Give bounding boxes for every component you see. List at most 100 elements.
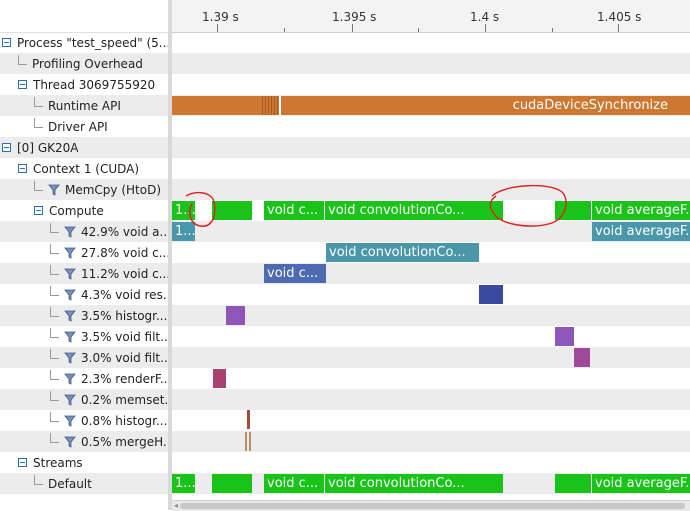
tree-connector-icon	[50, 348, 59, 359]
tree-row-label: 2.3% renderF...	[81, 371, 168, 386]
compute-bar[interactable]: void convolutionCo...	[325, 201, 503, 220]
tree-connector-icon	[50, 285, 59, 296]
bar-label: 1...	[175, 203, 195, 218]
tree-row[interactable]: 0.5% mergeH...	[0, 431, 168, 452]
scrollbar-thumb[interactable]	[180, 503, 685, 509]
timeline-row	[172, 431, 690, 452]
merge-kernel-bar[interactable]	[245, 432, 247, 451]
tree-connector-icon	[34, 474, 43, 485]
filter-funnel-icon	[64, 310, 76, 322]
bar-label: 1...	[175, 224, 195, 239]
tree-row[interactable]: Profiling Overhead	[0, 53, 168, 74]
tree-row[interactable]: Thread 3069755920	[0, 74, 168, 95]
major-tick	[352, 24, 353, 32]
tree-row[interactable]: Process "test_speed" (5...	[0, 32, 168, 53]
tree-row[interactable]: Compute	[0, 200, 168, 221]
tree-row[interactable]: [0] GK20A	[0, 137, 168, 158]
bar-label: void averageF...	[595, 476, 690, 491]
filter-funnel-icon	[64, 394, 76, 406]
collapse-toggle-icon[interactable]	[18, 80, 27, 89]
filter-funnel-icon	[64, 415, 76, 427]
collapse-toggle-icon[interactable]	[34, 206, 43, 215]
tree-row[interactable]: Default	[0, 473, 168, 494]
default-stream-bar[interactable]: void averageF...	[592, 474, 690, 493]
tree-row-label: Profiling Overhead	[32, 56, 143, 71]
tree-row-label: 0.2% memset...	[81, 392, 168, 407]
timeline-row	[172, 32, 690, 53]
tree-row-label: Default	[48, 476, 92, 491]
tree-row-label: Context 1 (CUDA)	[33, 161, 140, 176]
tree-connector-icon	[50, 432, 59, 443]
runtime-api-gap	[279, 96, 281, 115]
default-stream-bar[interactable]	[555, 474, 591, 493]
collapse-toggle-icon[interactable]	[2, 143, 11, 152]
tree-connector-icon	[18, 54, 27, 65]
tree-row[interactable]: 3.5% histogr...	[0, 305, 168, 326]
convolution2-kernel-bar[interactable]: void c...	[264, 264, 326, 283]
tree-row-label: 3.5% histogr...	[81, 308, 168, 323]
tree-row[interactable]: 3.5% void filt...	[0, 326, 168, 347]
resize-kernel-bar[interactable]	[479, 285, 503, 304]
scroll-left-arrow-icon[interactable]: ◂	[173, 501, 178, 510]
convolution-kernel-bar[interactable]: void convolutionCo...	[326, 243, 479, 262]
tick-label-4: 1.405 s	[597, 10, 642, 24]
tick-label-1: 1.39 s	[202, 10, 239, 24]
bar-label: cudaDeviceSynchronize	[512, 98, 668, 113]
tree-row-label: 27.8% void c...	[81, 245, 168, 260]
tree-row[interactable]: Streams	[0, 452, 168, 473]
tree-row-label: 0.8% histogr...	[81, 413, 168, 428]
tree-row-label: 42.9% void a...	[81, 224, 168, 239]
timeline-row	[172, 347, 690, 368]
default-stream-bar[interactable]: 1...	[172, 474, 195, 493]
tree-row[interactable]: 4.3% void res...	[0, 284, 168, 305]
tree-row[interactable]: 27.8% void c...	[0, 242, 168, 263]
collapse-toggle-icon[interactable]	[18, 458, 27, 467]
major-tick	[217, 24, 218, 32]
runtime-api-bar[interactable]: cudaDeviceSynchronize	[172, 96, 690, 115]
horizontal-scrollbar[interactable]: ◂	[172, 500, 690, 511]
compute-bar[interactable]: 1...	[172, 201, 195, 220]
filter2-kernel-bar[interactable]	[574, 348, 590, 367]
histogram-kernel-bar[interactable]	[226, 306, 245, 325]
timeline-row	[172, 74, 690, 95]
timeline-row	[172, 179, 690, 200]
compute-bar[interactable]: void averageF...	[592, 201, 690, 220]
tree-connector-icon	[50, 264, 59, 275]
tree-row[interactable]: 2.3% renderF...	[0, 368, 168, 389]
tree-row[interactable]: Context 1 (CUDA)	[0, 158, 168, 179]
tree-row-label: 4.3% void res...	[81, 287, 168, 302]
default-stream-bar[interactable]: void c...	[264, 474, 324, 493]
collapse-toggle-icon[interactable]	[2, 38, 11, 47]
tree-row[interactable]: Runtime API	[0, 95, 168, 116]
tick-label-2: 1.395 s	[332, 10, 377, 24]
compute-bar[interactable]	[555, 201, 591, 220]
filter-kernel-bar[interactable]	[555, 327, 574, 346]
default-stream-bar[interactable]: void convolutionCo...	[325, 474, 503, 493]
tree-row-label: [0] GK20A	[17, 140, 79, 155]
minor-tick	[284, 28, 285, 32]
tree-row[interactable]: 11.2% void c...	[0, 263, 168, 284]
time-ruler[interactable]: 1.39 s 1.395 s 1.4 s 1.405 s	[172, 0, 690, 33]
tree-row[interactable]: 42.9% void a...	[0, 221, 168, 242]
tree-row[interactable]: 3.0% void filt...	[0, 347, 168, 368]
timeline-row	[172, 326, 690, 347]
tree-row[interactable]: 0.2% memset...	[0, 389, 168, 410]
timeline-view[interactable]: 1.39 s 1.395 s 1.4 s 1.405 s cudaDeviceS…	[172, 0, 690, 510]
tree-row-label: Driver API	[48, 119, 108, 134]
tree-row[interactable]: 0.8% histogr...	[0, 410, 168, 431]
compute-bar[interactable]	[212, 201, 252, 220]
compute-bar[interactable]: void c...	[264, 201, 324, 220]
tree-row[interactable]: MemCpy (HtoD)	[0, 179, 168, 200]
panel-splitter[interactable]	[168, 0, 172, 510]
timeline-row	[172, 53, 690, 74]
default-stream-bar[interactable]	[212, 474, 252, 493]
average-kernel-bar[interactable]: void averageF...	[592, 222, 690, 241]
render-kernel-bar[interactable]	[213, 369, 226, 388]
collapse-toggle-icon[interactable]	[18, 164, 27, 173]
timeline-row	[172, 137, 690, 158]
average-kernel-bar[interactable]: 1...	[172, 222, 195, 241]
tree-row[interactable]: Driver API	[0, 116, 168, 137]
tick-label-3: 1.4 s	[470, 10, 500, 24]
merge-kernel-bar[interactable]	[249, 432, 251, 451]
memset-kernel-bar[interactable]	[247, 410, 250, 429]
